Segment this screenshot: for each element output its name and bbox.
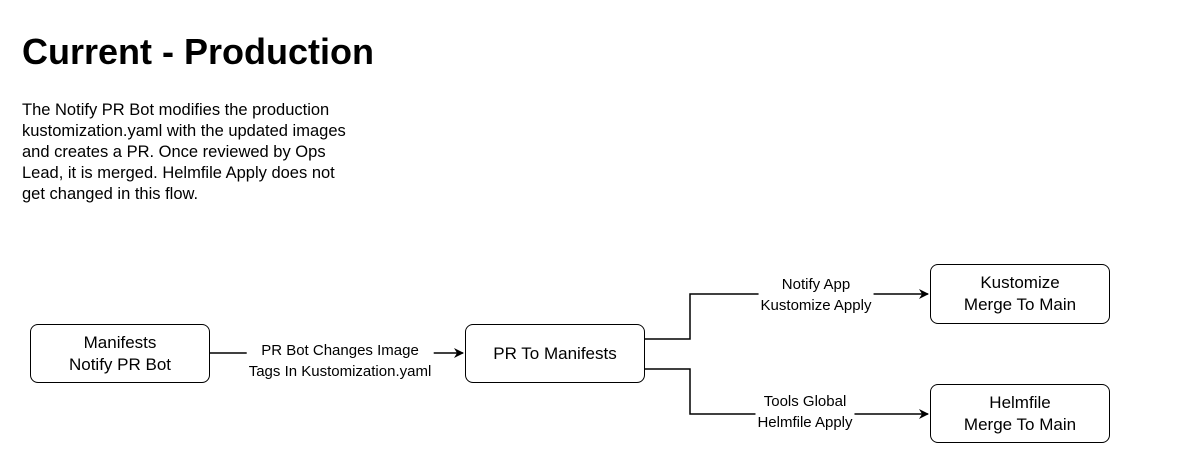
edge-label-pr-bot-line1: PR Bot Changes Image <box>261 342 419 359</box>
edge-label-tools: Tools Global Helmfile Apply <box>755 391 855 433</box>
node-pr-to-manifests[interactable]: PR To Manifests <box>465 324 645 383</box>
edge-label-notify-line1: Notify App <box>781 276 851 293</box>
node-manifests-line2: Notify PR Bot <box>68 354 172 374</box>
edge-label-notify: Notify App Kustomize Apply <box>758 274 874 316</box>
node-kustomize[interactable]: Kustomize Merge To Main <box>930 264 1110 324</box>
node-helmfile[interactable]: Helmfile Merge To Main <box>930 384 1110 443</box>
node-helmfile-line1: Helmfile <box>989 392 1051 412</box>
edge-label-notify-line2: Kustomize Apply <box>760 297 872 314</box>
page-title: Current - Production <box>22 31 374 72</box>
description-text: The Notify PR Bot modifies the productio… <box>22 101 346 203</box>
edge-label-pr-bot-line2: Tags In Kustomization.yaml <box>248 363 432 380</box>
node-manifests[interactable]: Manifests Notify PR Bot <box>30 324 210 383</box>
edge-label-tools-line1: Tools Global <box>763 393 847 410</box>
edge-label-pr-bot: PR Bot Changes Image Tags In Kustomizati… <box>246 340 434 382</box>
node-pr-line1: PR To Manifests <box>493 343 617 363</box>
node-manifests-line1: Manifests <box>83 332 157 352</box>
node-helmfile-line2: Merge To Main <box>963 414 1077 434</box>
edge-label-tools-line2: Helmfile Apply <box>757 414 853 431</box>
node-kustomize-line1: Kustomize <box>980 273 1060 292</box>
node-kustomize-line2: Merge To Main <box>963 295 1077 314</box>
